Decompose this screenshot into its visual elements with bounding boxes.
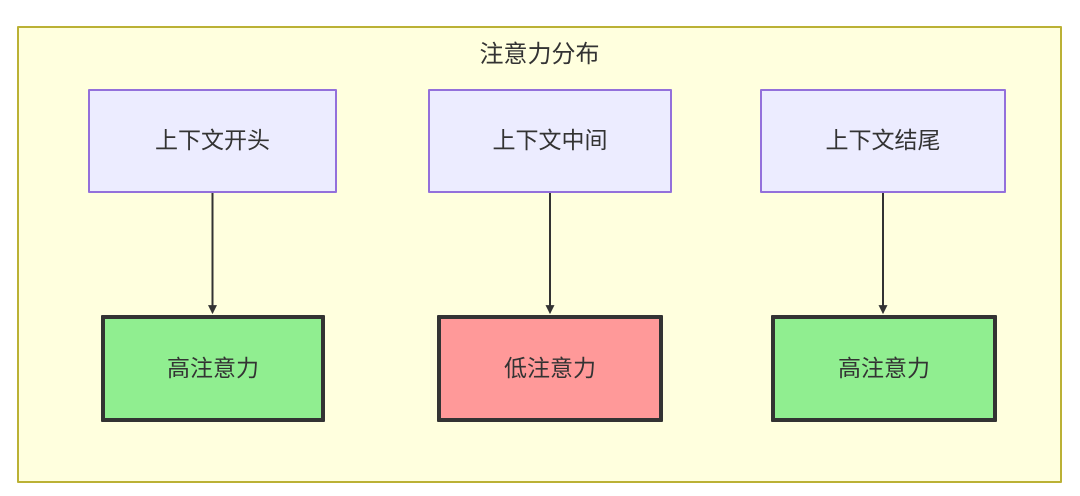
node-attention-middle-label: 低注意力 (504, 354, 596, 381)
node-attention-middle[interactable]: 低注意力 (437, 315, 663, 422)
node-attention-end-label: 高注意力 (838, 354, 930, 381)
node-context-end[interactable]: 上下文结尾 (760, 89, 1006, 193)
node-attention-start-label: 高注意力 (167, 354, 259, 381)
node-context-start[interactable]: 上下文开头 (88, 89, 337, 193)
node-attention-start[interactable]: 高注意力 (101, 315, 325, 422)
node-attention-end[interactable]: 高注意力 (771, 315, 997, 422)
group-title: 注意力分布 (479, 41, 600, 68)
node-context-middle[interactable]: 上下文中间 (428, 89, 672, 193)
node-context-end-label: 上下文结尾 (825, 127, 941, 154)
node-context-start-label: 上下文开头 (155, 127, 270, 154)
node-context-middle-label: 上下文中间 (492, 127, 608, 154)
